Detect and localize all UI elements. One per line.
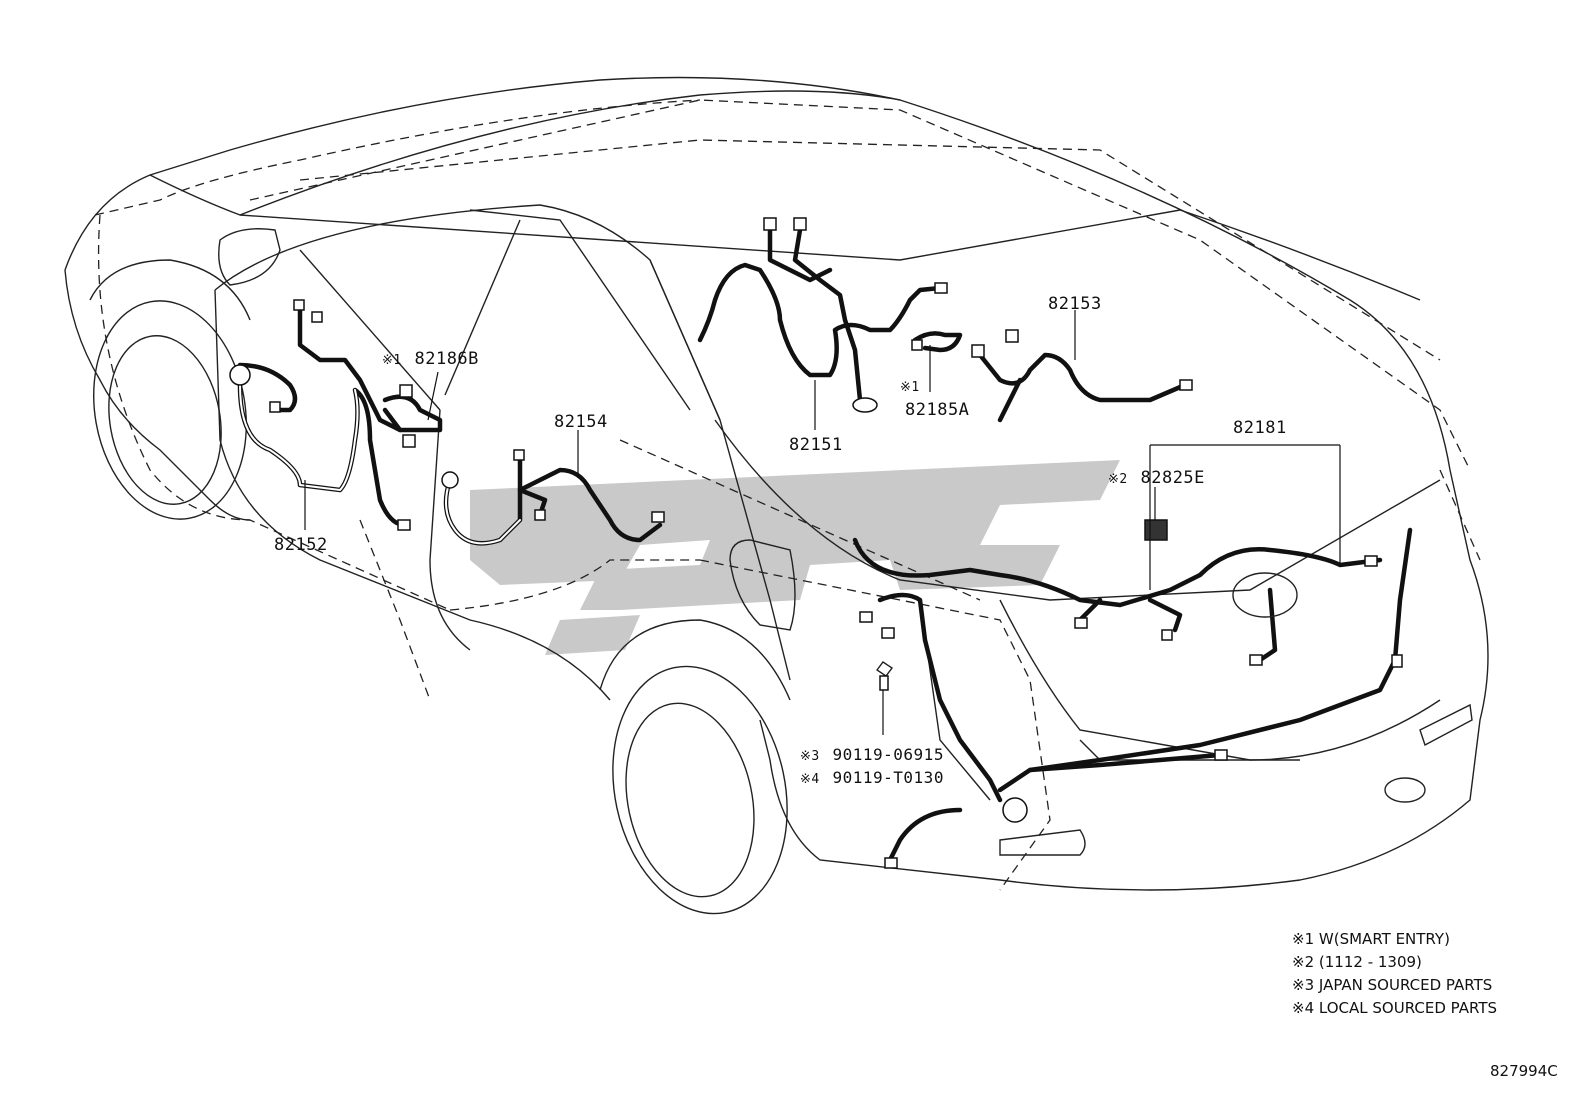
label-82825e: ※2 82825E	[1108, 468, 1205, 488]
label-82181: 82181	[1233, 418, 1287, 438]
label-82153: 82153	[1048, 294, 1102, 314]
harness-82154	[441, 449, 665, 546]
label-82154-part: 82154	[554, 412, 608, 432]
label-bolt-local-mark: ※4	[800, 772, 820, 787]
harness-82181	[852, 527, 1413, 869]
hidden-body-lines	[94, 99, 1481, 891]
clip-82825e	[1144, 519, 1168, 541]
label-82185a-part: 82185A	[905, 400, 970, 420]
legend-mark: ※1	[1292, 930, 1315, 948]
legend-row: ※2 (1112 - 1309)	[1292, 951, 1497, 974]
label-bolt-japan-mark: ※3	[800, 749, 820, 764]
legend-row: ※3 JAPAN SOURCED PARTS	[1292, 974, 1497, 997]
legend-text: W(SMART ENTRY)	[1318, 930, 1450, 948]
legend-row: ※4 LOCAL SOURCED PARTS	[1292, 997, 1497, 1020]
leader-lines	[304, 310, 1341, 735]
harness-82151	[697, 217, 948, 413]
label-82185a: ※1	[900, 376, 922, 396]
label-bolt-japan: ※3 90119-06915	[800, 745, 944, 765]
label-82185a-mark: ※1	[900, 380, 920, 395]
label-82153-part: 82153	[1048, 294, 1102, 314]
label-82825e-mark: ※2	[1108, 472, 1128, 487]
label-bolt-japan-part: 90119-06915	[832, 745, 944, 764]
label-82185a-number: 82185A	[905, 400, 969, 420]
legend-text: (1112 - 1309)	[1318, 953, 1422, 971]
legend-text: LOCAL SOURCED PARTS	[1318, 999, 1498, 1017]
label-82151-part: 82151	[789, 435, 843, 455]
legend-mark: ※4	[1292, 999, 1315, 1017]
label-82154: 82154	[554, 412, 608, 432]
harness-82153	[971, 329, 1193, 423]
legend-mark: ※2	[1292, 953, 1315, 971]
car-body-outline	[64, 76, 1489, 915]
label-82186b-mark: ※1	[382, 353, 402, 368]
legend-mark: ※3	[1292, 976, 1315, 994]
label-82825e-part: 82825E	[1140, 468, 1205, 488]
bolt-90119	[875, 661, 894, 691]
label-82181-part: 82181	[1233, 418, 1287, 438]
diagram-id: 827994C	[1490, 1062, 1558, 1080]
label-82186b: ※1 82186B	[382, 349, 479, 369]
watermark-logo	[470, 460, 1120, 655]
harness-82186b	[382, 384, 443, 448]
harness-82185a	[911, 331, 963, 353]
label-bolt-local-part: 90119-T0130	[832, 768, 944, 787]
legend-text: JAPAN SOURCED PARTS	[1318, 976, 1493, 994]
label-82186b-part: 82186B	[414, 349, 479, 369]
label-82151: 82151	[789, 435, 843, 455]
label-82152: 82152	[274, 535, 328, 555]
label-bolt-local: ※4 90119-T0130	[800, 768, 944, 788]
legend: ※1 W(SMART ENTRY) ※2 (1112 - 1309) ※3 JA…	[1292, 928, 1497, 1020]
legend-row: ※1 W(SMART ENTRY)	[1292, 928, 1497, 951]
harness-82152	[229, 299, 411, 531]
label-82152-part: 82152	[274, 535, 328, 555]
